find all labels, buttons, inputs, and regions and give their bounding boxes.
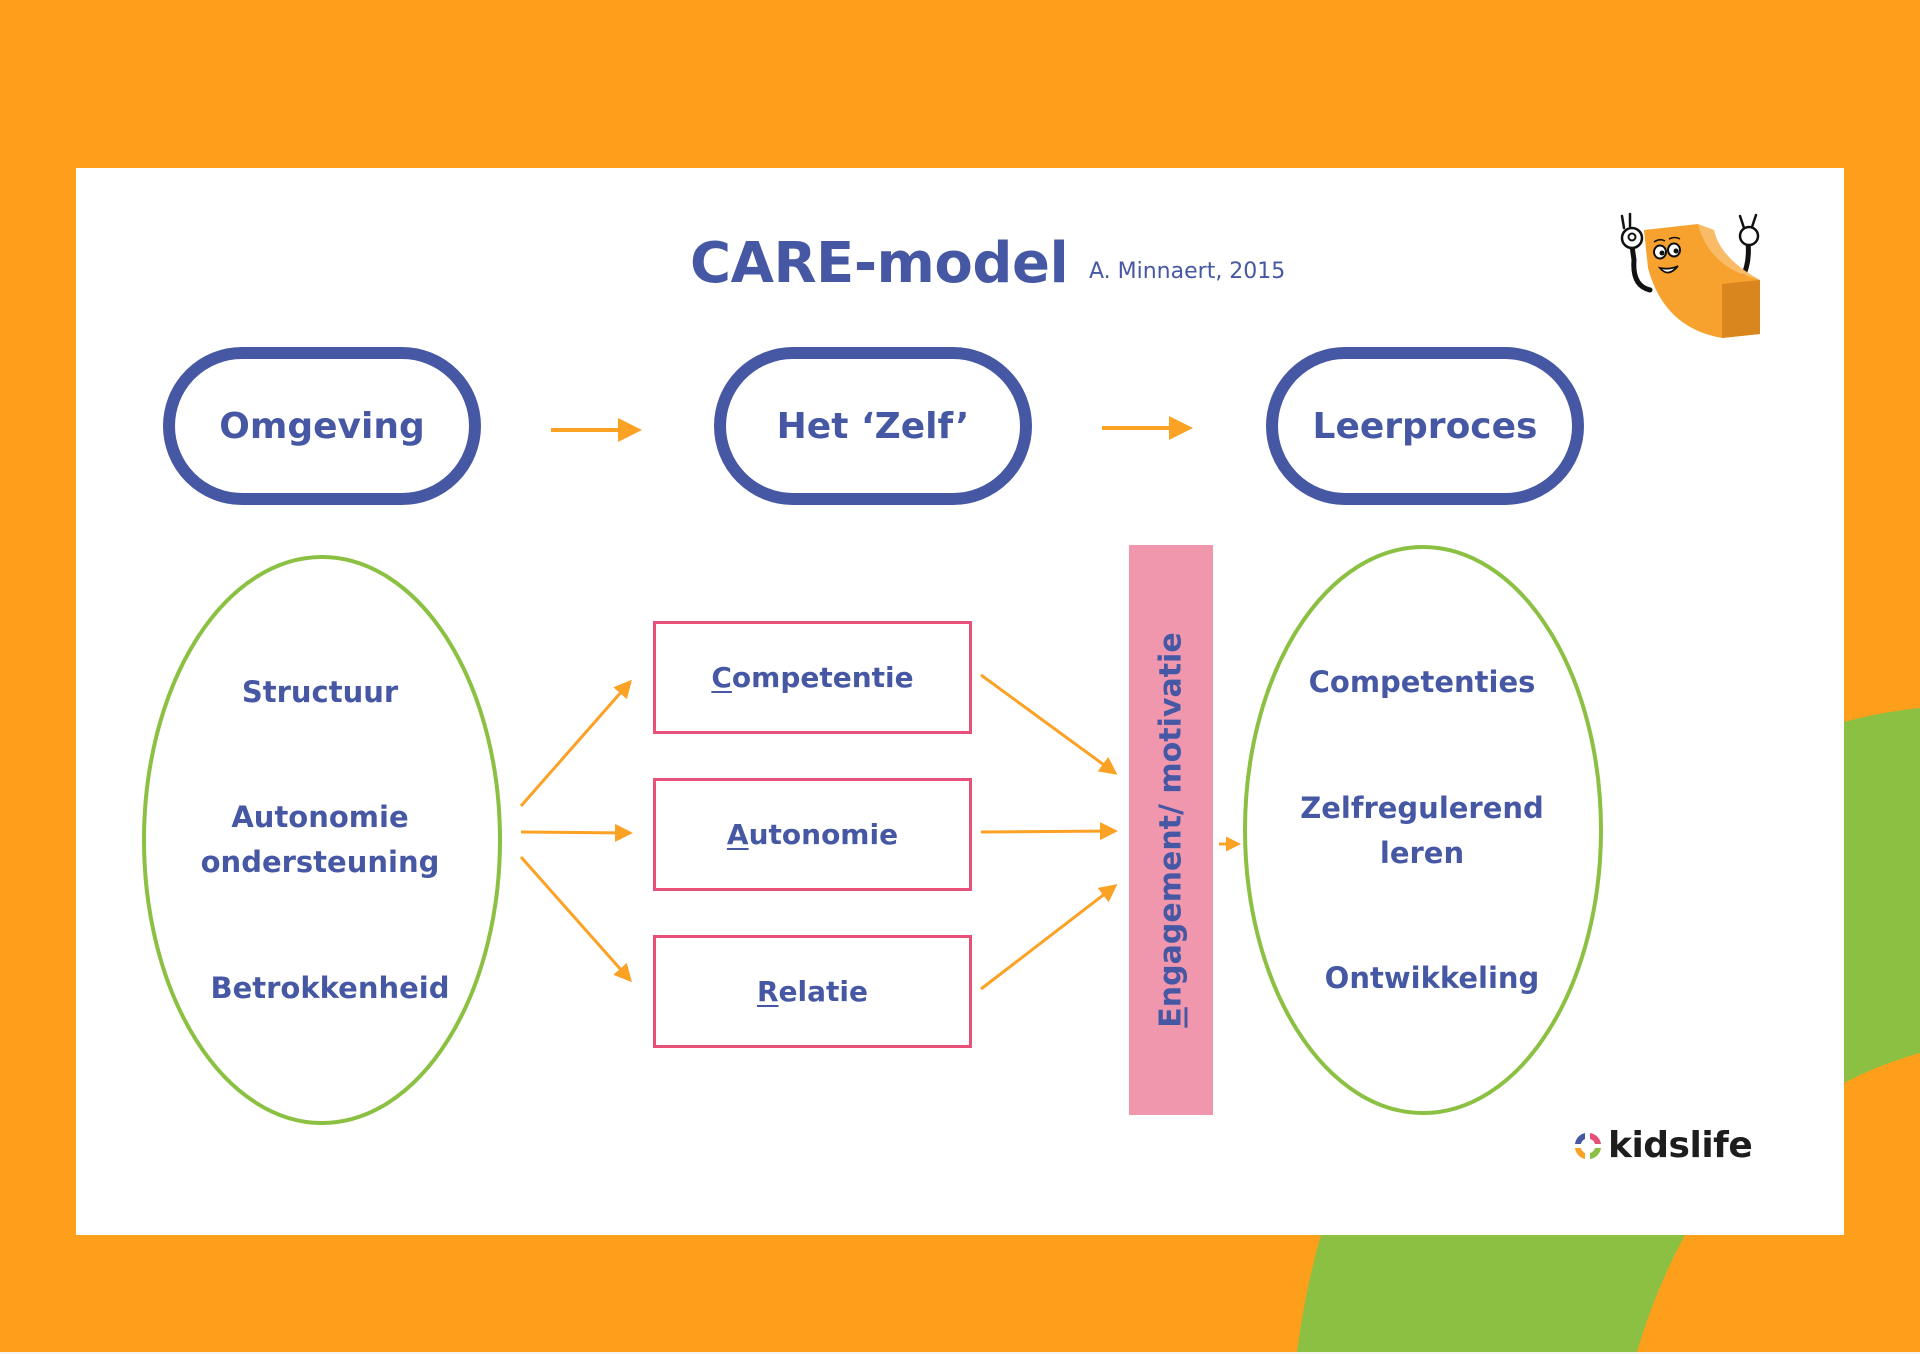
- outcome-item-competenties: Competenties: [1308, 665, 1536, 699]
- stage-het-zelf: Het ‘Zelf’: [714, 347, 1032, 505]
- bottom-edge-line: [0, 1352, 1920, 1354]
- citation: A. Minnaert, 2015: [1089, 259, 1286, 284]
- green-wave-right: [1844, 708, 1920, 1083]
- green-wave-bottom: [1297, 1235, 1685, 1352]
- need-label: Autonomie: [726, 818, 899, 851]
- outcome-item-ontwikkeling: Ontwikkeling: [1324, 961, 1540, 995]
- need-box-competentie: Competentie: [653, 621, 972, 734]
- stage-leerproces: Leerproces: [1266, 347, 1584, 505]
- env-item-betrokkenheid: Betrokkenheid: [210, 971, 450, 1005]
- need-box-autonomie: Autonomie: [653, 778, 972, 891]
- outcome-item-zelfregulerend-leren: Zelfregulerend leren: [1300, 791, 1544, 870]
- mascot-letter-c-icon: [1620, 212, 1760, 338]
- engagement-bar: Engagement/ motivatie: [1129, 545, 1213, 1115]
- kidslife-ring-icon: [1575, 1133, 1601, 1159]
- kidslife-logo: kidslife: [1572, 1125, 1753, 1166]
- env-item-structuur: Structuur: [241, 675, 399, 709]
- env-item-autonomie-ondersteuning: Autonomie ondersteuning: [200, 800, 440, 879]
- need-label: Relatie: [756, 975, 869, 1008]
- need-label: Competentie: [711, 661, 914, 694]
- stage-label: Omgeving: [219, 405, 425, 447]
- stage-omgeving: Omgeving: [163, 347, 481, 505]
- need-box-relatie: Relatie: [653, 935, 972, 1048]
- stage-label: Het ‘Zelf’: [776, 405, 970, 447]
- stage-label: Leerproces: [1312, 405, 1538, 447]
- logo-text: kidslife: [1608, 1125, 1753, 1166]
- engagement-label: Engagement/ motivatie: [1153, 632, 1189, 1028]
- page-title: CARE-model: [690, 231, 1069, 296]
